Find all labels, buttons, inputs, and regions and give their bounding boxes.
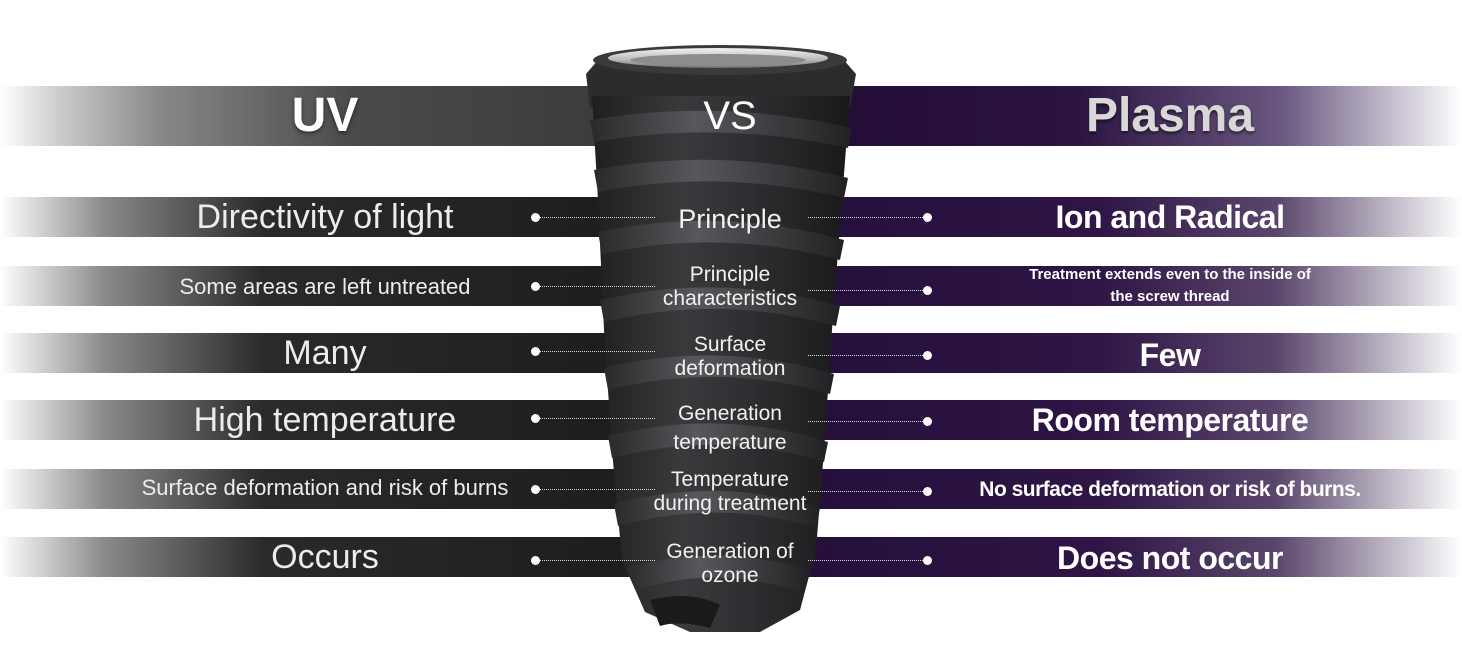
criterion-generation-temperature: Generation temperature (673, 402, 787, 454)
plasma-title: Plasma (1085, 89, 1255, 142)
connector-line (808, 421, 923, 422)
connector-dot (923, 286, 932, 295)
connector-dot (923, 351, 932, 360)
criterion-generation-of-ozone: Generation of ozone (666, 540, 794, 587)
connector-line (808, 355, 923, 356)
connector-dot (923, 556, 932, 565)
connector-dot (531, 414, 540, 423)
connector-line (540, 489, 655, 490)
row-band-right (800, 469, 1462, 509)
connector-line (540, 351, 655, 352)
row-band-right (800, 333, 1462, 373)
plasma-surface-deformation-value: Few (1139, 337, 1201, 373)
connector-dot (531, 347, 540, 356)
plasma-generation-temperature-value: Room temperature (1031, 402, 1309, 438)
uv-header-band (0, 86, 640, 146)
connector-dot (531, 282, 540, 291)
connector-dot (531, 213, 540, 222)
uv-generation-of-ozone-value: Occurs (271, 538, 379, 576)
plasma-principle-value: Ion and Radical (1055, 199, 1285, 235)
row-band-left (0, 333, 660, 373)
vs-label: VS (703, 94, 757, 138)
criterion-principle-characteristics: Principle characteristics (662, 263, 798, 310)
connector-dot (923, 213, 932, 222)
plasma-generation-of-ozone-value: Does not occur (1057, 540, 1283, 576)
connector-dot (531, 485, 540, 494)
connector-line (808, 560, 923, 561)
connector-line (540, 217, 655, 218)
uv-principle-characteristics-value: Some areas are left untreated (179, 274, 471, 299)
row-band-right (800, 266, 1462, 306)
plasma-header-band (820, 86, 1462, 146)
connector-line (808, 491, 923, 492)
uv-temperature-during-treatment-value: Surface deformation and risk of burns (141, 475, 509, 500)
connector-dot (531, 556, 540, 565)
plasma-temperature-during-treatment-value: No surface deformation or risk of burns. (979, 478, 1361, 501)
criterion-surface-deformation: Surface deformation (674, 333, 786, 380)
connector-line (808, 217, 923, 218)
uv-principle-value: Directivity of light (196, 198, 454, 236)
row-band-left (0, 537, 660, 577)
uv-title: UV (291, 89, 359, 142)
row-band-right (800, 537, 1462, 577)
criterion-principle: Principle (678, 204, 782, 234)
connector-dot (923, 487, 932, 496)
criterion-temperature-during-treatment: Temperature during treatment (653, 468, 807, 515)
row-band-left (0, 400, 660, 440)
plasma-principle-characteristics-value: Treatment extends even to the inside of … (1029, 266, 1311, 305)
uv-generation-temperature-value: High temperature (193, 401, 457, 439)
row-band-right (800, 400, 1462, 440)
connector-line (540, 286, 655, 287)
connector-dot (923, 417, 932, 426)
uv-surface-deformation-value: Many (283, 334, 367, 372)
connector-line (540, 560, 655, 561)
connector-line (540, 418, 655, 419)
connector-line (808, 290, 923, 291)
